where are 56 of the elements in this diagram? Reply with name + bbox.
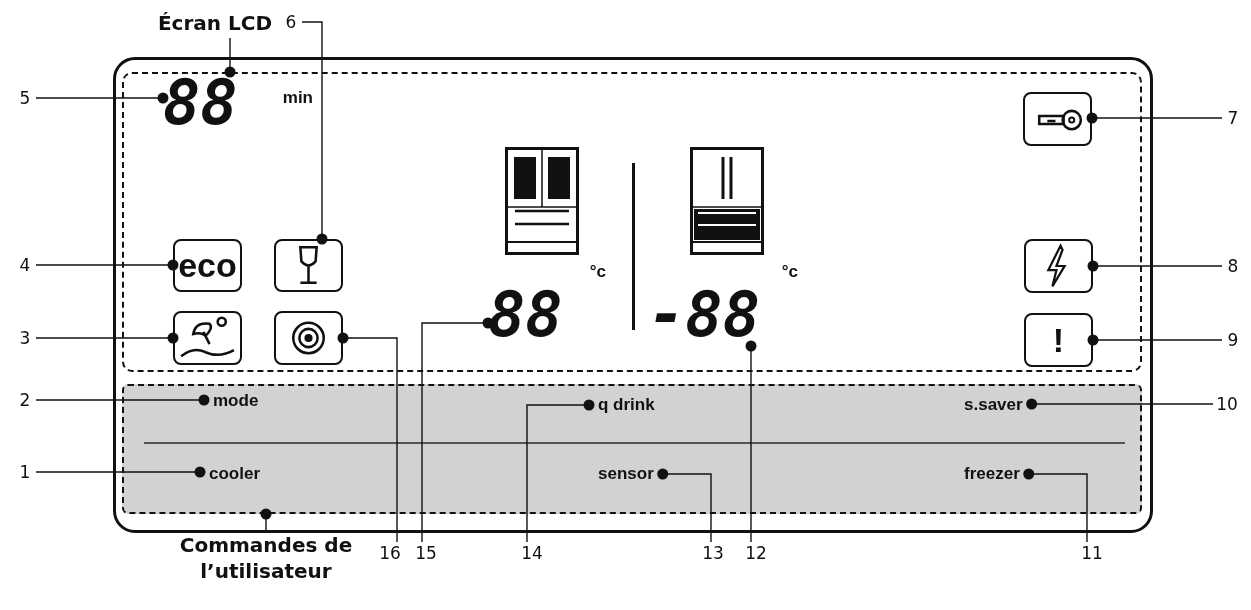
callout-number: 16 — [376, 542, 404, 564]
leader-line — [1026, 398, 1214, 410]
leader-line — [337, 332, 398, 543]
button-label: sensor — [589, 463, 663, 485]
leader-line — [1087, 260, 1223, 272]
callout-number: 11 — [1078, 542, 1106, 564]
leader-line — [421, 317, 494, 543]
callout-number: 14 — [518, 542, 546, 564]
callout-number: 8 — [1222, 255, 1244, 277]
callout-number: 3 — [14, 327, 36, 349]
callout-number: 12 — [742, 542, 770, 564]
callout-number: 7 — [1222, 107, 1244, 129]
control-panel-area — [122, 384, 1142, 514]
callout-number: 4 — [14, 254, 36, 276]
heading: Commandes de l’utilisateur — [166, 532, 366, 588]
leader-line — [35, 92, 169, 104]
lcd-screen-area — [122, 72, 1142, 372]
leader-line — [301, 21, 328, 245]
callout-number: 6 — [280, 11, 302, 33]
button-label: s.saver — [955, 394, 1032, 416]
button-label: q drink — [589, 394, 664, 416]
leader-line — [1087, 334, 1223, 346]
leader-line — [35, 259, 179, 271]
leader-line — [35, 394, 210, 406]
leader-line — [526, 399, 595, 543]
callout-number: 9 — [1222, 329, 1244, 351]
button-label: mode — [204, 390, 268, 412]
key-icon — [1023, 92, 1092, 146]
callout-number: 15 — [412, 542, 440, 564]
lightning-icon — [1024, 239, 1093, 293]
leader-line — [35, 466, 206, 478]
segment-digits: -88 — [648, 284, 760, 346]
wine-glass-icon — [274, 239, 343, 292]
leader-line — [1023, 468, 1088, 543]
callout-number: 1 — [14, 461, 36, 483]
callout-number: 5 — [14, 87, 36, 109]
eco-indicator: eco — [173, 239, 242, 292]
leader-line — [1086, 112, 1223, 124]
leader-line — [745, 340, 757, 543]
umbrella-icon — [173, 311, 242, 365]
target-icon — [274, 311, 343, 365]
alert-indicator: ! — [1024, 313, 1093, 367]
callout-number: 13 — [700, 542, 726, 564]
unit-label: °c — [781, 262, 798, 282]
segment-digits: 88 — [163, 72, 238, 134]
leader-line — [35, 332, 179, 344]
callout-number: 10 — [1213, 393, 1241, 415]
unit-label: °c — [589, 262, 606, 282]
segment-digits: 88 — [488, 284, 563, 346]
callout-number: 2 — [14, 389, 36, 411]
leader-line — [657, 468, 712, 543]
button-label: cooler — [200, 463, 270, 485]
leader-line — [224, 37, 236, 78]
leader-line — [260, 508, 272, 533]
unit-label: min — [282, 88, 313, 108]
button-label: freezer — [955, 463, 1029, 485]
